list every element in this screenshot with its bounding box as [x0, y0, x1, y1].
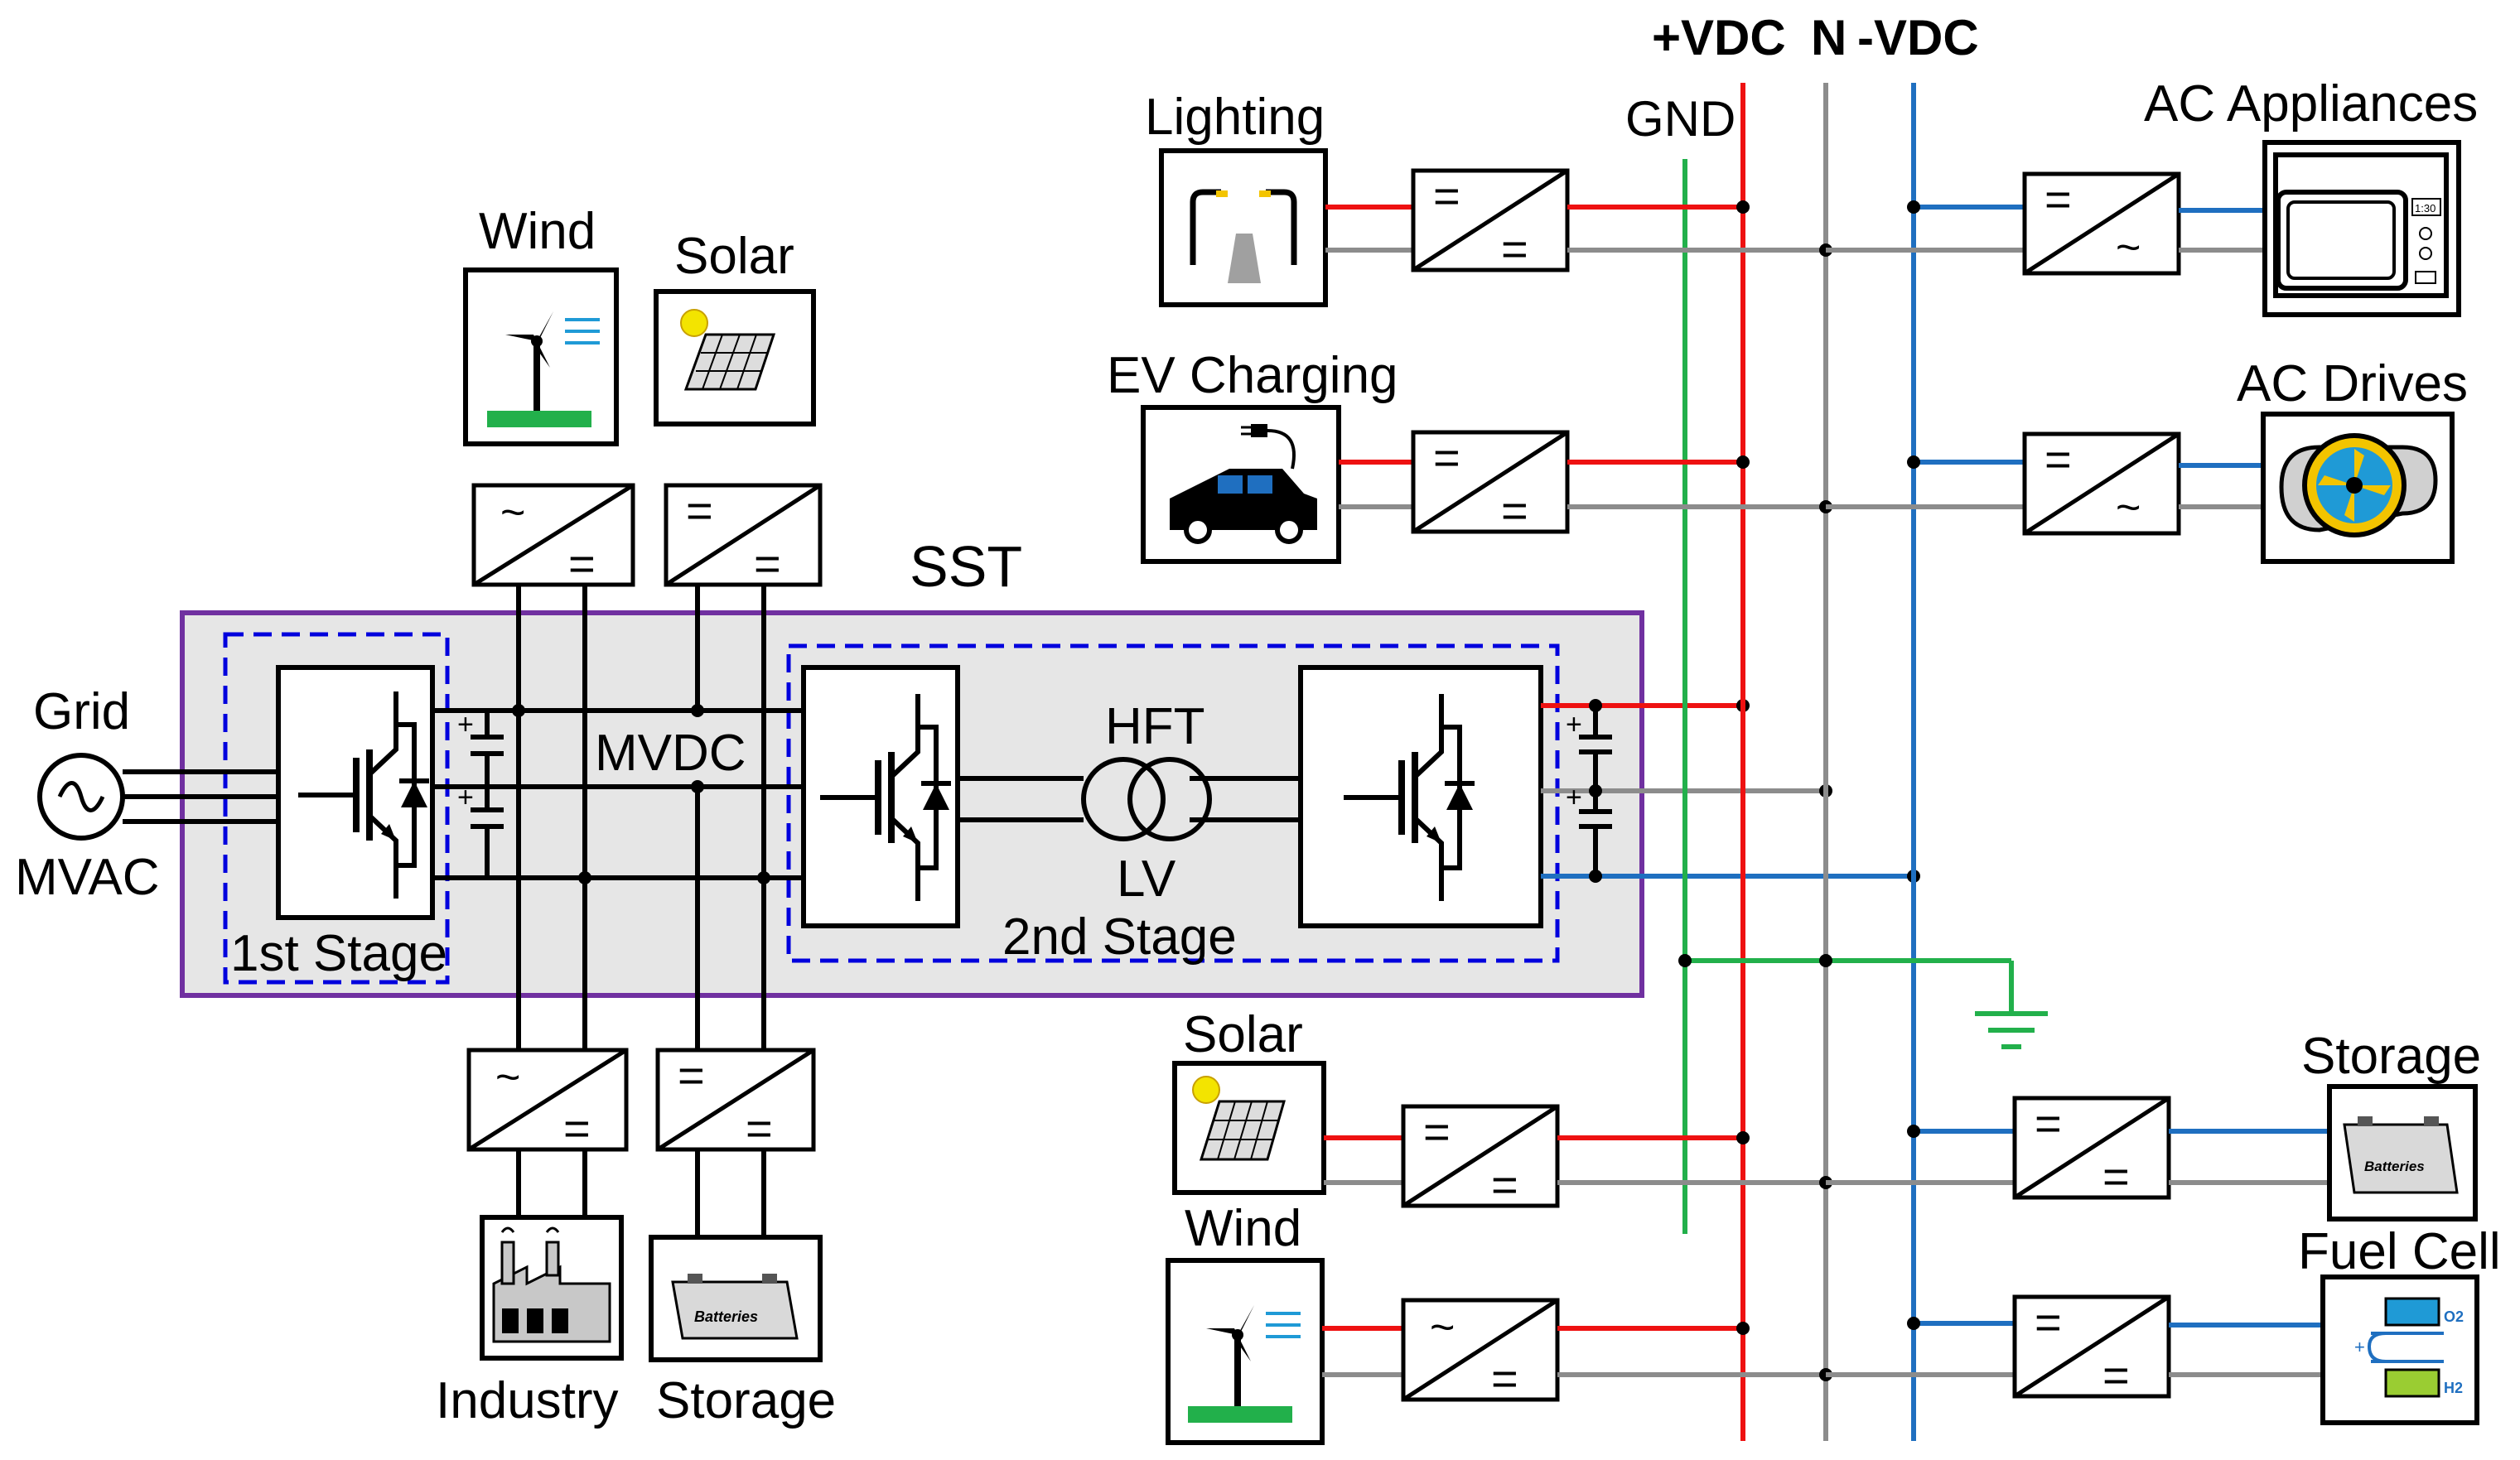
svg-text:+: +: [2354, 1337, 2365, 1357]
first-stage-label: 1st Stage: [230, 925, 447, 982]
solar-top-label: Solar: [674, 228, 794, 285]
svg-text:=: =: [754, 537, 781, 590]
svg-text:=: =: [746, 1102, 773, 1154]
svg-text:=: =: [1423, 1106, 1451, 1158]
industry-load: ~ = Industry: [436, 1048, 629, 1429]
second-stage-frame: [786, 643, 1560, 963]
wind-bottom-source: Wind ~ =: [1166, 1200, 1832, 1445]
wind-top-source: Wind ~ =: [463, 203, 635, 590]
fuel-cell-icon: + O2 H2: [2354, 1297, 2464, 1398]
fan-motor-icon: [2279, 433, 2438, 537]
second-stage-label: 2nd Stage: [1002, 908, 1237, 966]
svg-text:=: =: [2044, 173, 2072, 225]
wind-turbine-icon: [487, 311, 600, 427]
svg-text:=: =: [2035, 1097, 2062, 1149]
grid-label: Grid: [33, 683, 130, 740]
svg-text:=: =: [2035, 1296, 2062, 1348]
first-stage-frame: [223, 632, 450, 985]
ev-charging-label: EV Charging: [1107, 347, 1398, 404]
solar-panel-icon: [680, 309, 776, 391]
fuel-cell-source: Fuel Cell = = + O2 H2: [1826, 1223, 2501, 1425]
svg-text:=: =: [563, 1102, 591, 1154]
igbt-icon: [1344, 694, 1475, 901]
svg-text:=: =: [1491, 1352, 1518, 1405]
factory-icon: [492, 1226, 611, 1343]
mvac-label: MVAC: [15, 849, 160, 906]
svg-text:Batteries: Batteries: [694, 1308, 758, 1325]
svg-text:Batteries: Batteries: [2364, 1159, 2425, 1174]
microwave-icon: 1:30: [2273, 152, 2449, 298]
lv-output: + +: [1541, 699, 1920, 883]
ac-appliances-load: AC Appliances = ~ 1:30: [1826, 75, 2478, 317]
battery-icon: Batteries: [671, 1274, 799, 1340]
n-label: N: [1811, 10, 1847, 65]
neg-vdc-label: -VDC: [1857, 10, 1979, 65]
svg-text:=: =: [1501, 484, 1528, 537]
lighting-label: Lighting: [1145, 89, 1325, 146]
solar-bottom-label: Solar: [1183, 1006, 1303, 1063]
svg-text:=: =: [678, 1049, 705, 1101]
sine-symbol: [57, 781, 105, 812]
solar-top-source: Solar = =: [654, 228, 823, 590]
svg-text:+: +: [457, 709, 474, 740]
lighting-load: Lighting = =: [1145, 89, 1832, 307]
svg-text:=: =: [2102, 1150, 2130, 1202]
wind-turbine-icon: [1188, 1305, 1301, 1423]
svg-text:~: ~: [2116, 224, 2141, 272]
first-stage-converter: [276, 665, 435, 920]
svg-text:+: +: [1566, 709, 1582, 740]
lv-dc-buses: +VDC N -VDC GND: [1625, 10, 2048, 1441]
svg-text:O2: O2: [2444, 1308, 2464, 1325]
svg-text:=: =: [2102, 1349, 2130, 1401]
industry-label: Industry: [436, 1372, 619, 1429]
svg-text:+: +: [457, 782, 474, 813]
igbt-icon: [820, 694, 951, 901]
svg-text:1:30: 1:30: [2415, 202, 2436, 214]
svg-text:=: =: [568, 537, 596, 590]
grid-source: Grid MVAC: [15, 683, 278, 906]
hft-label: HFT: [1105, 698, 1205, 755]
svg-text:=: =: [1433, 170, 1460, 222]
svg-text:~: ~: [500, 489, 525, 537]
ac-appliances-label: AC Appliances: [2144, 75, 2478, 133]
igbt-icon: [298, 691, 429, 899]
lv-label: LV: [1117, 850, 1176, 908]
mvdc-label: MVDC: [595, 725, 746, 782]
storage-bottom-load: = = Batteries Storage: [649, 1048, 836, 1429]
svg-text:=: =: [1433, 431, 1460, 484]
solar-panel-icon: [1192, 1076, 1286, 1161]
svg-text:~: ~: [2116, 484, 2141, 532]
pos-vdc-label: +VDC: [1652, 10, 1786, 65]
svg-text:H2: H2: [2444, 1380, 2463, 1396]
sst-label: SST: [910, 534, 1022, 599]
hft-transformer-icon: [958, 757, 1301, 841]
storage-bottom-label: Storage: [656, 1372, 836, 1429]
ac-drives-label: AC Drives: [2237, 355, 2468, 412]
svg-text:~: ~: [1430, 1303, 1455, 1352]
mvdc-bus: + +: [432, 580, 804, 1050]
solar-bottom-source: Solar = =: [1172, 1006, 1832, 1211]
storage-right-label: Storage: [2301, 1028, 2481, 1085]
fuel-cell-label: Fuel Cell: [2298, 1223, 2501, 1280]
svg-text:=: =: [1491, 1159, 1518, 1211]
svg-text:~: ~: [495, 1053, 520, 1101]
wind-top-label: Wind: [479, 203, 596, 260]
wind-bottom-label: Wind: [1185, 1200, 1301, 1257]
storage-right-load: Storage = = Batteries: [1826, 1028, 2481, 1221]
ac-drives-load: AC Drives = ~: [1826, 355, 2468, 564]
svg-text:=: =: [2044, 433, 2072, 485]
svg-text:=: =: [1501, 223, 1528, 275]
gnd-label: GND: [1625, 91, 1736, 147]
svg-text:=: =: [686, 484, 713, 537]
battery-icon: Batteries: [2343, 1116, 2459, 1194]
second-stage-primary-converter: [801, 665, 960, 928]
ev-car-icon: [1170, 424, 1317, 544]
street-light-icon: [1190, 189, 1297, 283]
ev-charging-load: EV Charging = =: [1107, 347, 1832, 564]
svg-text:+: +: [1566, 782, 1582, 813]
second-stage-secondary-converter: [1298, 665, 1543, 928]
